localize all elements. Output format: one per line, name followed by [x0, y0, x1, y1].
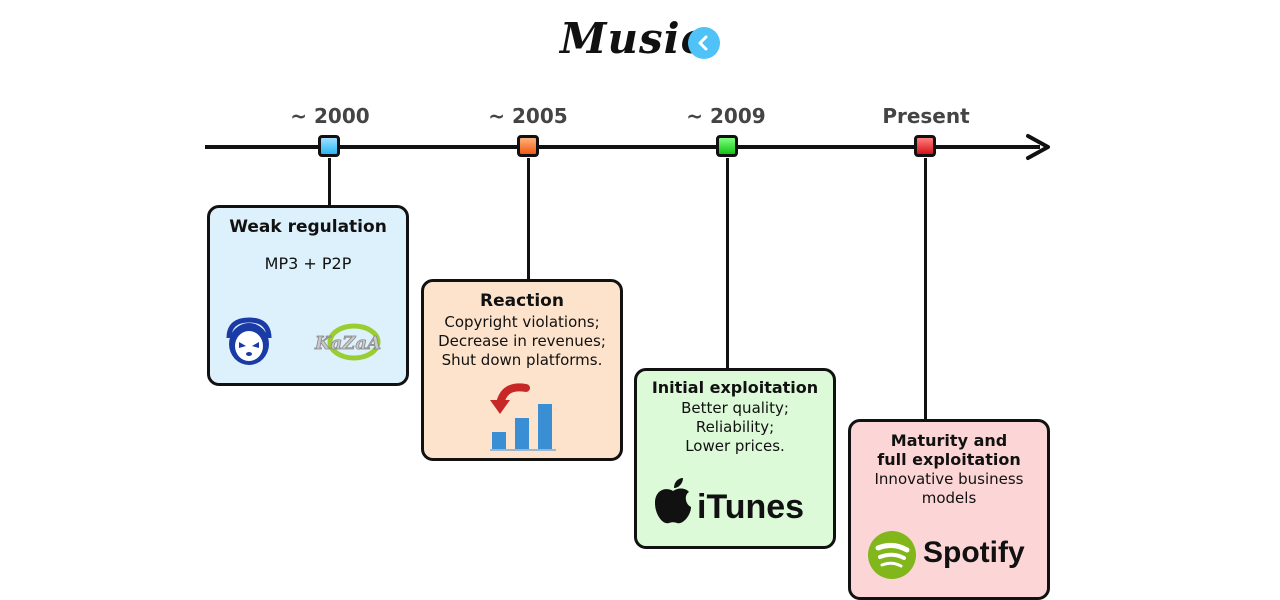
connector-2009 [726, 158, 729, 369]
milestone-box-2005: Reaction Copyright violations; Decrease … [421, 279, 623, 461]
milestone-box-2009: Initial exploitation Better quality; Rel… [634, 368, 836, 549]
back-button[interactable] [688, 27, 720, 59]
milestone-text: Lower prices. [685, 437, 785, 455]
connector-2000 [328, 158, 331, 206]
itunes-logo-text: iTunes [697, 488, 805, 526]
milestone-text: Decrease in revenues; [438, 332, 606, 350]
milestone-heading: Maturity and [890, 431, 1008, 450]
marker-2009 [716, 135, 738, 157]
year-label-2000: ~ 2000 [290, 104, 370, 128]
apple-logo [655, 478, 691, 524]
milestone-text: MP3 + P2P [264, 254, 352, 273]
milestone-text: Copyright violations; [444, 313, 600, 331]
milestone-text: Reliability; [695, 418, 775, 436]
milestone-heading: Weak regulation [229, 217, 387, 237]
milestone-text: Better quality; [681, 399, 789, 417]
connector-present [924, 158, 927, 420]
year-label-2009: ~ 2009 [686, 104, 766, 128]
connector-2005 [527, 158, 530, 280]
spotify-logo-text: Spotify [923, 536, 1025, 569]
milestone-box-2000: Weak regulation MP3 + P2P KaZaA [207, 205, 409, 386]
milestone-box-present: Maturity and full exploitation Innovativ… [848, 419, 1050, 600]
declining-chart-icon [490, 383, 556, 451]
marker-2005 [517, 135, 539, 157]
marker-2000 [318, 135, 340, 157]
chevron-left-icon [698, 35, 708, 51]
year-label-present: Present [882, 104, 970, 128]
milestone-text: models [921, 489, 977, 507]
milestone-text: Innovative business [874, 470, 1024, 488]
page-title: Music [560, 14, 708, 63]
year-label-2005: ~ 2005 [488, 104, 568, 128]
milestone-heading: full exploitation [877, 450, 1021, 469]
spotify-logo [868, 531, 916, 579]
milestone-heading: Initial exploitation [651, 378, 819, 397]
kazaa-logo: KaZaA [314, 323, 381, 361]
marker-present [914, 135, 936, 157]
napster-logo [226, 317, 272, 365]
milestone-heading: Reaction [480, 291, 564, 311]
kazaa-logo-text: KaZaA [314, 333, 381, 354]
milestone-text: Shut down platforms. [441, 351, 603, 369]
